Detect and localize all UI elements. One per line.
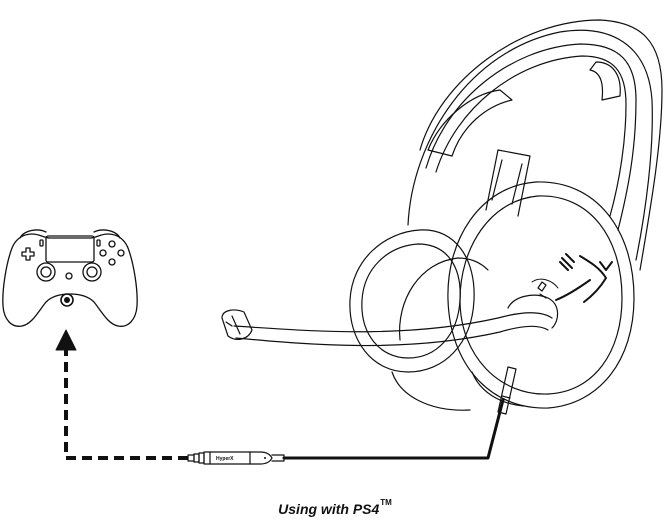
gamepad-icon bbox=[2, 229, 138, 327]
microphone-icon bbox=[537, 281, 547, 299]
audio-jack-icon bbox=[60, 293, 74, 307]
arrow-up-icon bbox=[55, 329, 77, 351]
headset-cable bbox=[282, 398, 505, 460]
brand-logo bbox=[555, 253, 613, 303]
trademark-mark: TM bbox=[380, 498, 392, 507]
connection-path bbox=[55, 329, 188, 460]
plug-brand-label: HyperX bbox=[216, 456, 234, 462]
cable-connector bbox=[497, 366, 517, 415]
audio-plug: HyperX bbox=[187, 451, 285, 465]
headset-icon bbox=[221, 19, 663, 411]
figure-caption: Using with PS4TM bbox=[0, 498, 670, 517]
caption-text: Using with PS4 bbox=[278, 501, 380, 517]
